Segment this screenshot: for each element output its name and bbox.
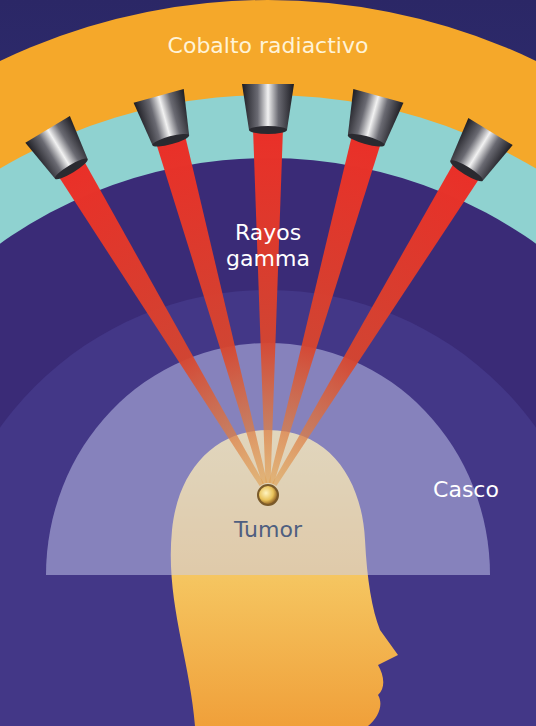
collimator — [242, 84, 294, 130]
collimator-unit — [246, 89, 403, 490]
collimator-band — [0, 95, 536, 726]
collimator-unit — [25, 116, 284, 498]
collimator-opening — [151, 131, 190, 149]
collimator-opening — [249, 126, 287, 134]
collimator-unit — [134, 89, 290, 490]
part-label: Rayos gamma — [222, 220, 314, 273]
part-label: Tumor — [234, 517, 302, 543]
collimator — [25, 116, 93, 182]
gamma-beam — [57, 159, 274, 492]
gamma-beam — [257, 134, 381, 487]
collimator-unit — [252, 118, 513, 498]
collimator-opening — [448, 157, 485, 184]
part-label: Casco — [433, 477, 499, 503]
gamma-beam — [253, 128, 283, 483]
collimator-opening — [53, 156, 90, 182]
collimator-opening — [347, 131, 386, 149]
part-label: Cobalto radiactivo — [168, 33, 369, 59]
gamma-beam — [261, 161, 480, 492]
collimators — [25, 84, 512, 498]
tumor-mark — [258, 485, 278, 505]
collimator — [444, 118, 512, 184]
